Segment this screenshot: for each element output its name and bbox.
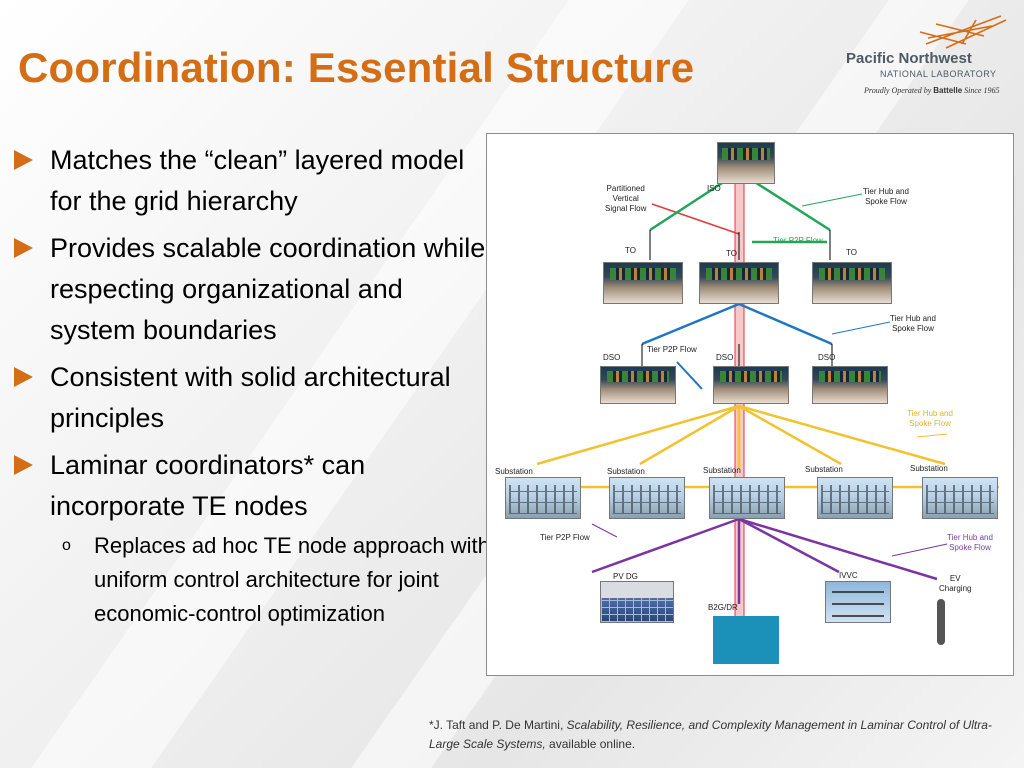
dso-label: DSO: [603, 353, 621, 362]
substation-image: [922, 477, 998, 519]
to-label: TO: [726, 249, 737, 258]
b2g-dr-building-icon: [713, 616, 779, 664]
pointer-line: [801, 193, 863, 207]
tier-p2p-label: Tier P2P Flow: [540, 533, 590, 542]
yellow-link: [738, 404, 842, 466]
pnnl-logo: Pacific Northwest NATIONAL LABORATORY Pr…: [846, 14, 1016, 100]
label-line: Tier Hub and: [863, 187, 909, 196]
logo-sub-name: NATIONAL LABORATORY: [880, 69, 997, 79]
bullet-arrow-icon: [14, 455, 33, 475]
logo-org-name: Pacific Northwest: [846, 50, 972, 67]
substation-label: Substation: [495, 467, 533, 476]
yellow-link: [536, 404, 740, 466]
yellow-link: [738, 404, 946, 466]
partitioned-pointer-line: [651, 203, 740, 235]
label-line: Tier Hub and: [947, 533, 993, 542]
ivvc-label: IVVC: [839, 571, 858, 580]
bullet-text: Matches the “clean” layered model for th…: [50, 145, 465, 216]
logo-tagline: Proudly Operated by Battelle Since 1965: [864, 86, 999, 95]
label-line: Spoke Flow: [865, 197, 907, 206]
footnote-suffix: available online.: [545, 737, 636, 751]
logo-tagline-brand: Battelle: [933, 86, 963, 95]
label-line: Spoke Flow: [909, 419, 951, 428]
slide-title: Coordination: Essential Structure: [18, 44, 695, 91]
tier-hub-spoke-label: Tier Hub and Spoke Flow: [947, 533, 993, 553]
tier-hub-spoke-label: Tier Hub and Spoke Flow: [890, 314, 936, 334]
bullet-list: Matches the “clean” layered model for th…: [14, 140, 492, 631]
dso-label: DSO: [818, 353, 836, 362]
logo-tagline-prefix: Proudly Operated by: [864, 86, 934, 95]
label-line: Tier Hub and: [890, 314, 936, 323]
purple-link: [738, 517, 938, 581]
ev-charging-label: EV Charging: [939, 574, 971, 594]
sub-bullet-item: o Replaces ad hoc TE node approach with u…: [14, 529, 492, 631]
purple-link: [738, 517, 840, 574]
substation-label: Substation: [910, 464, 948, 473]
substation-label: Substation: [607, 467, 645, 476]
pointer-line: [916, 433, 948, 438]
bullet-text: Consistent with solid architectural prin…: [50, 362, 451, 433]
substation-label: Substation: [703, 466, 741, 475]
to-control-room-image: [699, 262, 779, 304]
bullet-item: Consistent with solid architectural prin…: [14, 357, 492, 439]
footnote-paper-title: Scalability, Resilience, and Complexity …: [429, 718, 992, 751]
bullet-arrow-icon: [14, 367, 33, 387]
footnote-authors: *J. Taft and P. De Martini,: [429, 718, 567, 732]
tier-p2p-label: Tier P2P Flow: [647, 345, 697, 354]
label-line: Signal Flow: [605, 204, 647, 213]
to-label: TO: [625, 246, 636, 255]
pv-dg-image: [600, 581, 674, 623]
iso-control-room-image: [717, 142, 775, 184]
tier-hub-spoke-label: Tier Hub and Spoke Flow: [863, 187, 909, 207]
label-line: Tier Hub and: [907, 409, 953, 418]
label-line: Spoke Flow: [949, 543, 991, 552]
bullet-item: Provides scalable coordination while res…: [14, 228, 492, 351]
substation-label: Substation: [805, 465, 843, 474]
dso-control-room-image: [812, 366, 888, 404]
label-line: Partitioned: [606, 184, 645, 193]
pv-dg-label: PV DG: [613, 572, 638, 581]
dso-label: DSO: [716, 353, 734, 362]
blue-p2p-link: [676, 361, 703, 390]
label-line: EV: [949, 574, 961, 583]
pointer-line: [831, 321, 891, 335]
iso-label: ISO: [707, 184, 721, 193]
logo-tagline-suffix: Since 1965: [962, 86, 1000, 95]
label-line: Charging: [939, 584, 972, 593]
blue-link: [738, 302, 833, 346]
dso-control-room-image: [600, 366, 676, 404]
bullet-text: Laminar coordinators* can incorporate TE…: [50, 450, 366, 521]
bullet-item: Laminar coordinators* can incorporate TE…: [14, 445, 492, 527]
footnote-citation: *J. Taft and P. De Martini, Scalability,…: [429, 716, 1019, 754]
purple-link: [591, 517, 740, 574]
bullet-item: Matches the “clean” layered model for th…: [14, 140, 492, 222]
yellow-link: [639, 404, 740, 466]
b2g-dr-label: B2G/DR: [708, 603, 738, 612]
label-line: Spoke Flow: [892, 324, 934, 333]
dso-control-room-image: [713, 366, 789, 404]
to-control-room-image: [603, 262, 683, 304]
tier-p2p-label: Tier P2P Flow: [773, 236, 823, 245]
substation-image: [609, 477, 685, 519]
laminar-architecture-diagram: Partitioned Vertical Signal Flow ISO Tie…: [486, 133, 1014, 676]
to-label: TO: [846, 248, 857, 257]
substation-image: [709, 477, 785, 519]
substation-image: [505, 477, 581, 519]
blue-link: [641, 302, 740, 346]
pointer-line: [891, 543, 948, 557]
label-line: Vertical: [612, 194, 639, 203]
pointer-line: [591, 523, 618, 538]
sub-bullet-marker: o: [62, 537, 71, 554]
bullet-arrow-icon: [14, 238, 33, 258]
to-control-room-image: [812, 262, 892, 304]
tier-hub-spoke-label: Tier Hub and Spoke Flow: [907, 409, 953, 429]
bullet-text: Provides scalable coordination while res…: [50, 233, 486, 345]
ivvc-image: [825, 581, 891, 623]
partitioned-signal-label: Partitioned Vertical Signal Flow: [605, 184, 646, 214]
bullet-arrow-icon: [14, 150, 33, 170]
ev-charger-image: [923, 594, 957, 648]
pnnl-network-logo-icon: [919, 15, 1007, 49]
substation-image: [817, 477, 893, 519]
sub-bullet-text: Replaces ad hoc TE node approach with un…: [94, 533, 490, 626]
